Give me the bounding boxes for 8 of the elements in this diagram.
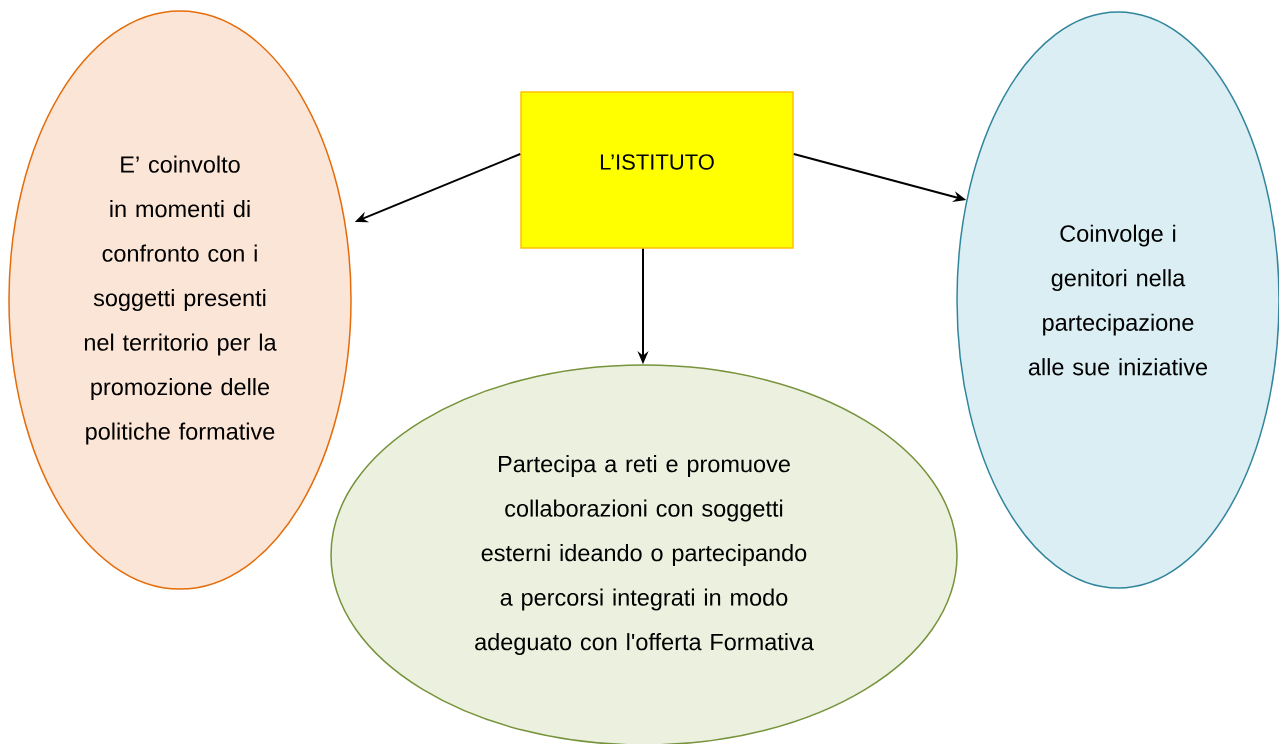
- text-ellipse: [956, 11, 1279, 589]
- text-ellipse: [8, 10, 352, 590]
- node-label: Coinvolge i genitori nella partecipazione alle sue iniziative: [1028, 224, 1208, 376]
- node-label: L’ISTITUTO: [600, 154, 714, 170]
- text-ellipse: [330, 364, 958, 744]
- node-label: Partecipa a reti e promuove collaborazioni con soggetti esterni ideando o partecipando a percorsi integrati in modo adeguato con l'offerta Formativa: [475, 455, 814, 655]
- node-label: E’ coinvolto in momenti di confronto con i soggetti presenti nel territorio per la promozione delle politiche formative: [84, 155, 277, 445]
- title-box: [520, 91, 794, 249]
